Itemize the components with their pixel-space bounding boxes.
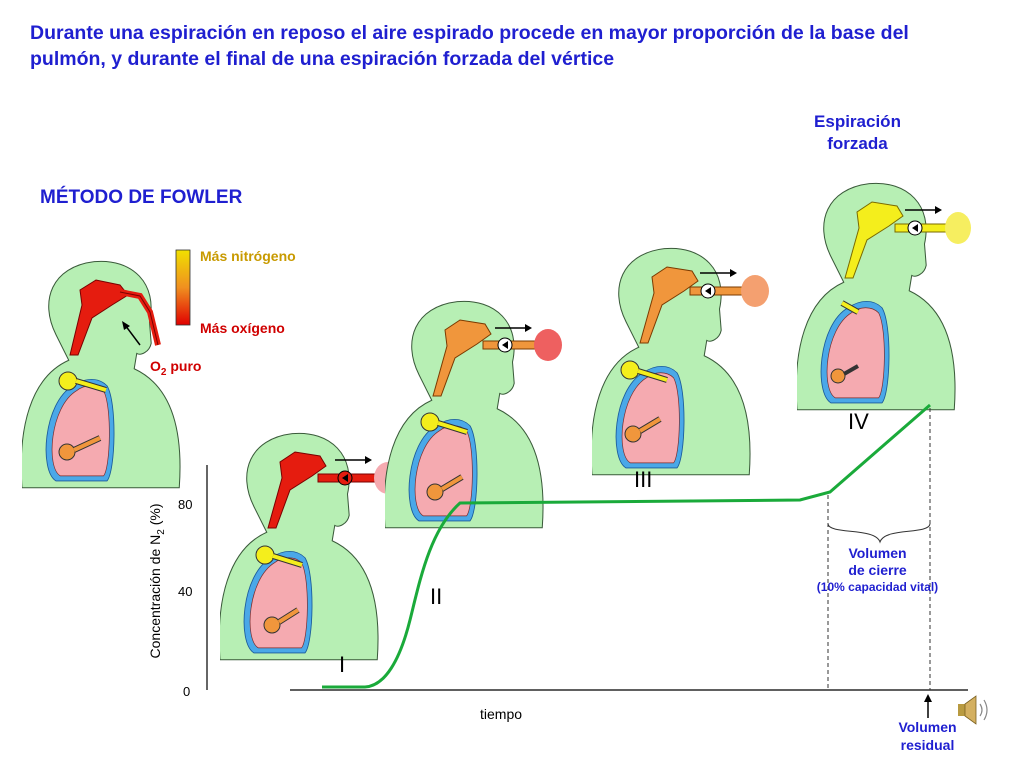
- o2-label: O2 puro: [150, 358, 202, 378]
- figure-stage-1: [220, 432, 402, 661]
- closing-volume-label: Volumen de cierre (10% capacidad vital): [816, 545, 939, 594]
- residual-volume-label: Volumen residual: [898, 719, 957, 753]
- inhale-arrow: [124, 324, 141, 346]
- method-heading: MÉTODO DE FOWLER: [40, 187, 243, 208]
- legend-top-label: Más nitrógeno: [200, 248, 296, 264]
- stage-label-2: II: [430, 584, 443, 609]
- x-axis-label: tiempo: [480, 706, 523, 722]
- stage-label-4: IV: [848, 409, 869, 434]
- figure-stage-3: [592, 247, 769, 476]
- closing-volume-brace: [827, 523, 931, 544]
- figure-inhalation: [22, 260, 181, 489]
- legend-bottom-label: Más oxígeno: [200, 320, 285, 336]
- y-axis-label: Concentración de N2 (%): [147, 503, 167, 659]
- forced-expiration-label: Espiración forzada: [814, 112, 901, 153]
- nitrogen-curve: [322, 403, 931, 689]
- graph-axes: [206, 465, 968, 691]
- y-tick-80: 80: [178, 497, 193, 512]
- legend-gradient-bar: [175, 249, 191, 326]
- figure-stage-4: [797, 182, 971, 411]
- stage-label-3: III: [634, 467, 653, 492]
- slide-title: Durante una espiración en reposo el aire…: [30, 22, 909, 70]
- stage-label-1: I: [339, 652, 346, 677]
- y-tick-0: 0: [183, 684, 191, 699]
- speaker-icon[interactable]: [958, 695, 988, 725]
- y-tick-40: 40: [178, 584, 193, 599]
- figure-stage-2: [385, 300, 562, 529]
